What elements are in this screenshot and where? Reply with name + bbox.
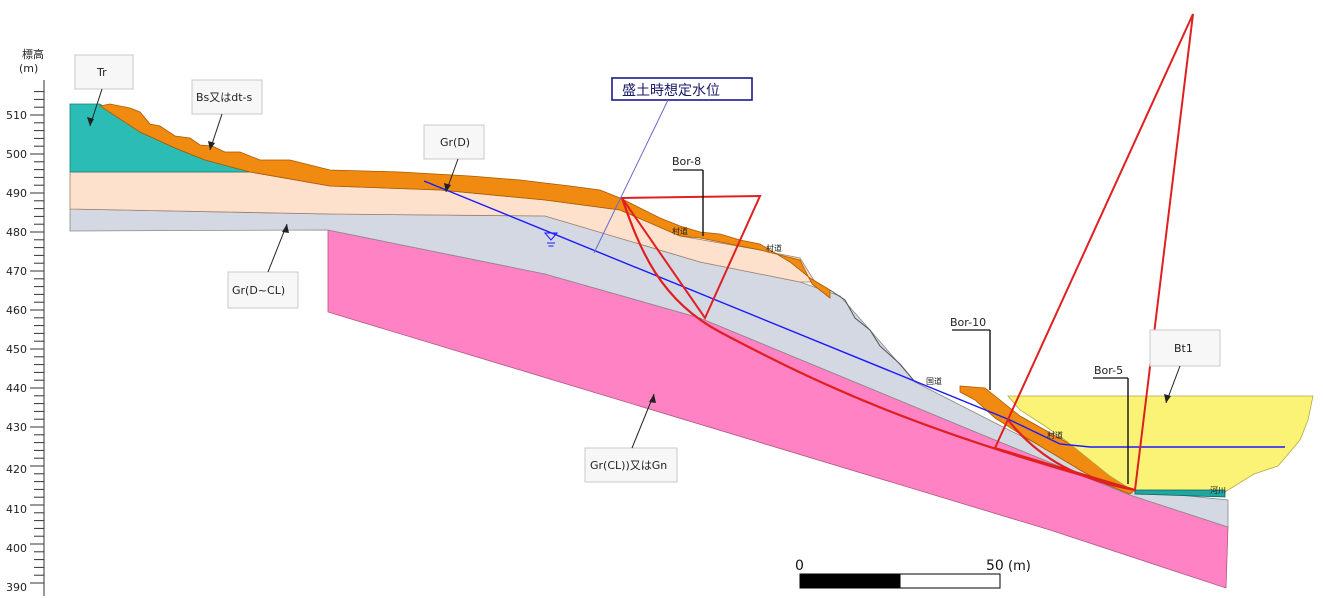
callout-bt1-text: Bt1: [1174, 342, 1193, 355]
callout-gr-cl-gn: Gr(CL))又はGn: [584, 393, 678, 483]
tick-label-510: 510: [6, 109, 27, 122]
tick-label-430: 430: [6, 421, 27, 434]
tick-label-480: 480: [6, 226, 27, 239]
road-label-national: 国道: [926, 376, 942, 386]
layer-bs-dt-s-lower: [959, 385, 1136, 495]
water-level-triangle-icon: [543, 232, 559, 247]
axis-title-line2: (m): [19, 62, 38, 75]
borehole-bor-8: Bor-8: [672, 155, 704, 236]
water-level-label-text: 盛土時想定水位: [622, 83, 720, 99]
scale-bar-unit: (m): [1008, 559, 1031, 574]
callout-bt1: Bt1: [1149, 329, 1221, 404]
layer-bs-dt-s-upper: [98, 103, 831, 299]
tick-label-410: 410: [6, 503, 27, 516]
borehole-label-bor-10: Bor-10: [950, 316, 986, 329]
callout-bs: Bs又はdt-s: [191, 79, 263, 151]
callout-tr: Tr: [74, 54, 134, 127]
borehole-bor-5: Bor-5: [1093, 364, 1129, 484]
callout-gr-cl-gn-text: Gr(CL))又はGn: [590, 459, 667, 472]
callout-gr-d-text: Gr(D): [440, 136, 470, 149]
road-label-village-2: 村道: [766, 243, 782, 253]
elevation-axis: 標高 (m) 510 500 490 480 470 460 450 440 4…: [6, 47, 45, 596]
road-label-village-1: 村道: [672, 226, 688, 236]
slip-surface-upper: [620, 197, 1136, 492]
callout-gr-d-cl: Gr(D~CL): [227, 223, 299, 309]
scale-bar: 0 50 (m): [795, 558, 1031, 589]
tick-label-400: 400: [6, 542, 27, 555]
slip-triangle-upper: [620, 194, 762, 321]
tick-label-460: 460: [6, 304, 27, 317]
axis-title-line1: 標高: [22, 47, 44, 61]
tick-label-450: 450: [6, 343, 27, 356]
borehole-label-bor-8: Bor-8: [672, 155, 701, 168]
river-channel: [1134, 489, 1226, 498]
borehole-bor-10: Bor-10: [950, 316, 991, 390]
tick-label-440: 440: [6, 382, 27, 395]
slip-surface-lower: [1007, 419, 1136, 492]
callout-tr-text: Tr: [96, 66, 107, 79]
callout-bs-text: Bs又はdt-s: [196, 91, 253, 104]
river-label: 河川: [1210, 485, 1226, 495]
tick-label-500: 500: [6, 148, 27, 161]
axis-minor-ticks: [30, 91, 44, 584]
callout-gr-d: Gr(D): [423, 124, 485, 193]
tick-label-390: 390: [6, 581, 27, 594]
borehole-label-bor-5: Bor-5: [1094, 364, 1123, 377]
callout-gr-d-cl-text: Gr(D~CL): [232, 284, 285, 297]
scale-bar-end: 50: [986, 558, 1004, 574]
tick-label-420: 420: [6, 463, 27, 476]
steep-slope-outline: [829, 289, 916, 383]
assumed-water-level-line: [423, 180, 1285, 448]
slip-triangle-lower: [993, 13, 1194, 492]
axis-tick-labels: 510 500 490 480 470 460 450 440 430 420 …: [6, 109, 27, 594]
tick-label-490: 490: [6, 187, 27, 200]
road-label-village-3: 村道: [1047, 430, 1063, 440]
scale-bar-start: 0: [795, 558, 804, 574]
water-level-label: 盛土時想定水位: [593, 77, 753, 254]
tick-label-470: 470: [6, 265, 27, 278]
